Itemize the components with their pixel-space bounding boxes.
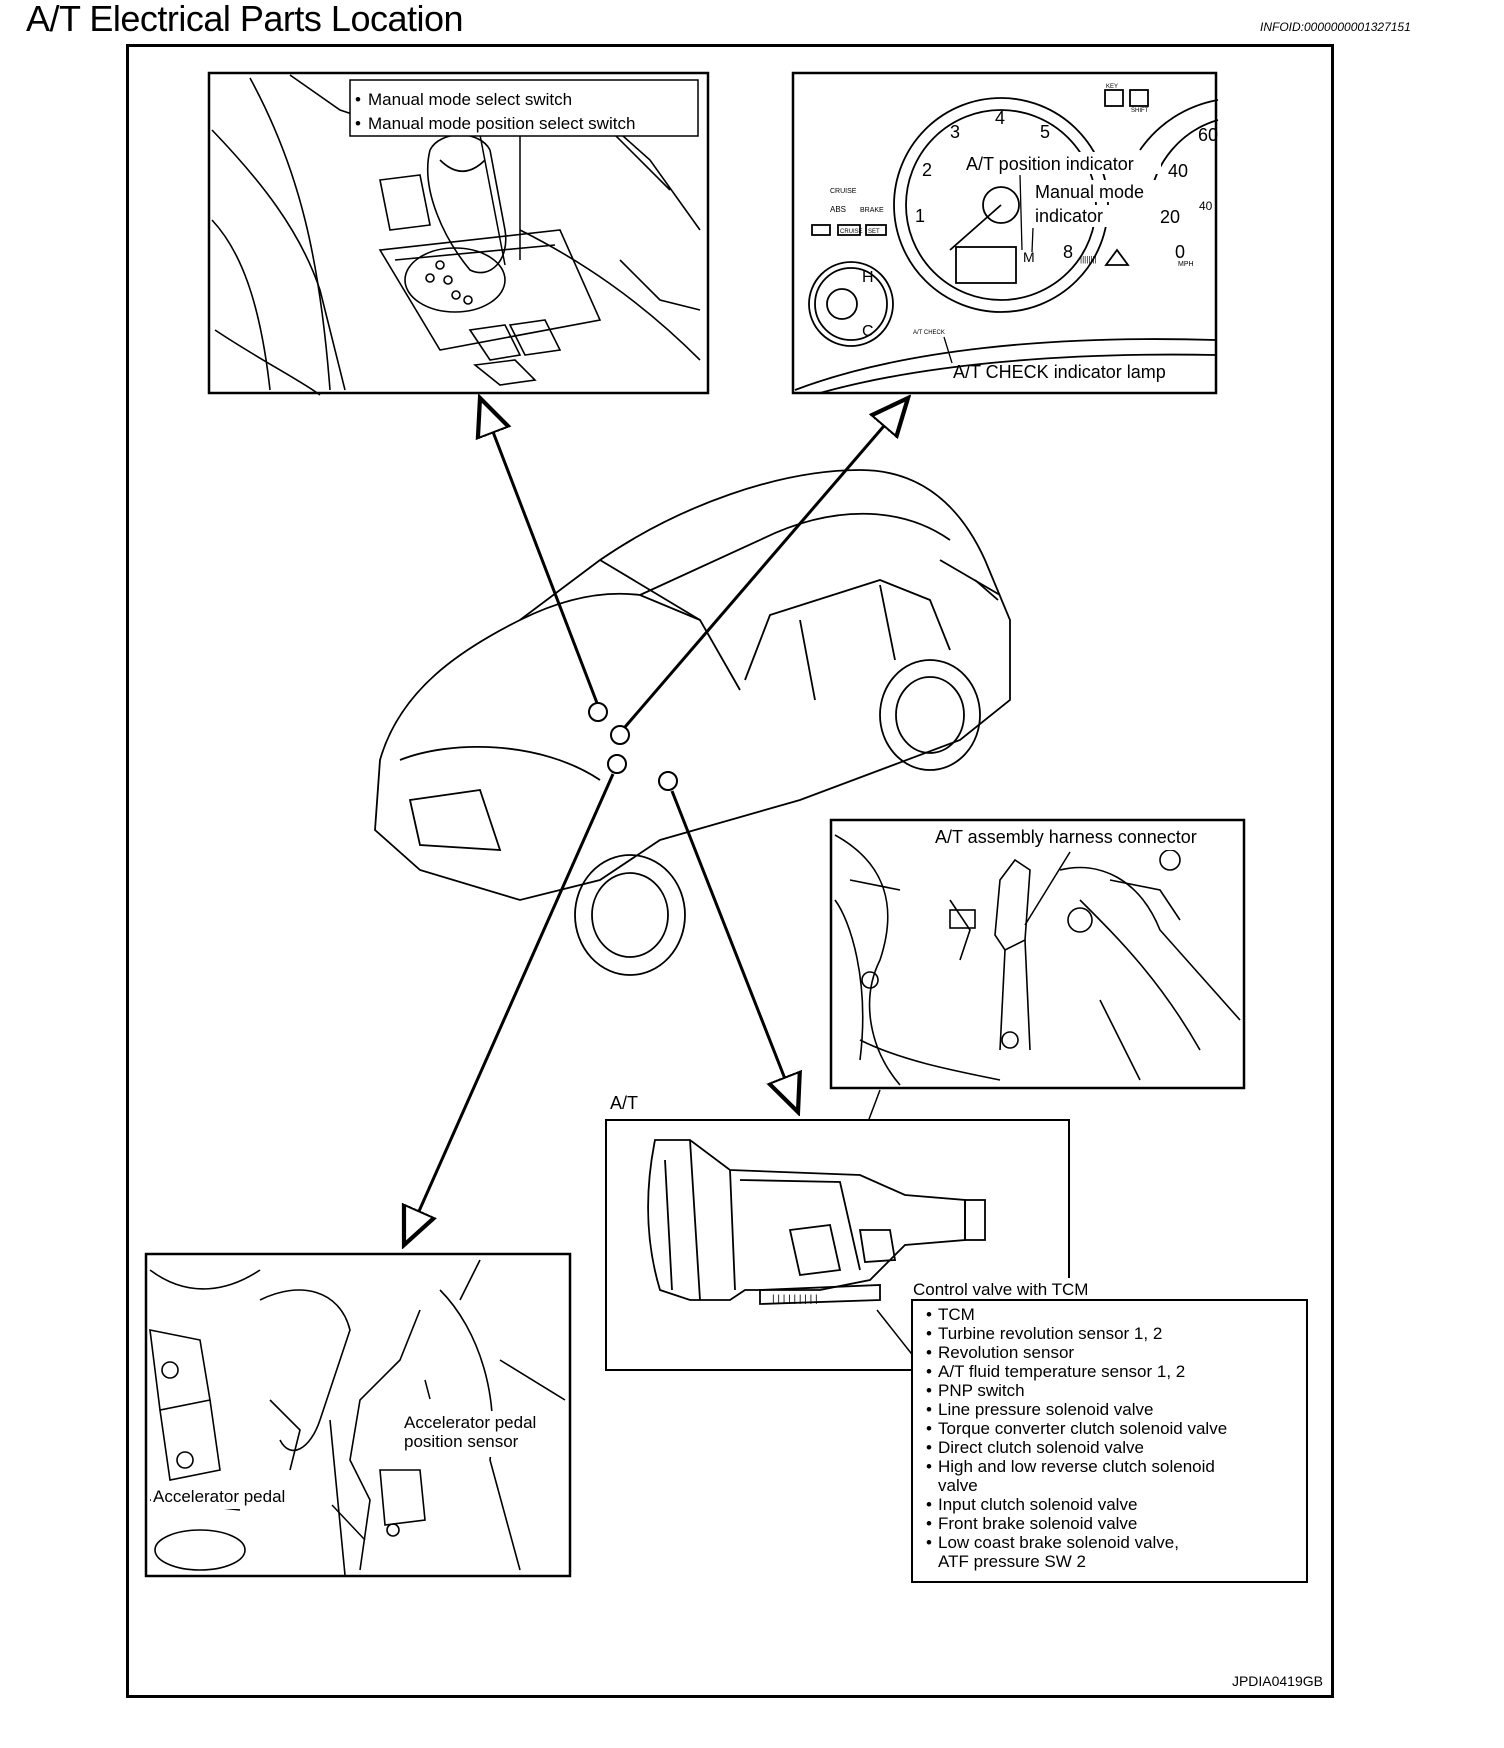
tcm-list-item: Input clutch solenoid valve — [938, 1495, 1137, 1514]
tcm-list-bullet: • — [926, 1343, 932, 1362]
figure-code: JPDIA0419GB — [1231, 1673, 1323, 1689]
tcm-list-bullet: • — [926, 1419, 932, 1438]
cruise-button-label: CRUISE — [840, 229, 863, 235]
vehicle-illustration — [374, 469, 1011, 976]
label-manual-mode-line1: Manual mode — [1035, 182, 1144, 202]
console-callout-bullet-2: • — [355, 114, 361, 133]
gauge-letter-h: H — [862, 269, 874, 286]
tcm-list-bullet: • — [926, 1514, 932, 1533]
tach-number-2: 2 — [922, 160, 932, 180]
label-at-check-indicator-lamp: A/T CHECK indicator lamp — [953, 362, 1166, 382]
label-accelerator-pedal-position-sensor-line1: Accelerator pedal — [404, 1413, 536, 1432]
tcm-list-bullet: • — [926, 1533, 932, 1552]
at-check-small-label: A/T CHECK — [913, 330, 945, 336]
tcm-list-item-continued: ATF pressure SW 2 — [938, 1552, 1086, 1571]
speed-number-40-km: 40 — [1199, 199, 1213, 213]
tcm-list-bullet: • — [926, 1305, 932, 1324]
tcm-list-item: Front brake solenoid valve — [938, 1514, 1137, 1533]
tcm-list-bullet: • — [926, 1495, 932, 1514]
speed-number-40: 40 — [1168, 161, 1188, 181]
set-button-label: SET — [868, 229, 880, 235]
tach-number-1: 1 — [915, 206, 925, 226]
tach-number-8: 8 — [1063, 242, 1073, 262]
at-panel: A/T | | | | | | | | | Control valve with… — [605, 1093, 1308, 1583]
tcm-list-bullet: • — [926, 1457, 932, 1476]
tcm-list-bullet: • — [926, 1381, 932, 1400]
gauge-letter-c: C — [862, 323, 874, 340]
label-accelerator-pedal-position-sensor-line2: position sensor — [404, 1432, 519, 1451]
label-accelerator-pedal: Accelerator pedal — [153, 1487, 285, 1506]
tach-number-3: 3 — [950, 122, 960, 142]
vehicle-location-markers — [588, 702, 678, 791]
shifter-illustration — [211, 74, 701, 396]
tcm-list-item: Line pressure solenoid valve — [938, 1400, 1153, 1419]
display-value: M — [1023, 249, 1035, 265]
key-label: KEY — [1106, 84, 1118, 90]
tcm-list-bullet: • — [926, 1362, 932, 1381]
console-panel: • Manual mode select switch • Manual mod… — [207, 71, 710, 396]
at-panel-title: A/T — [610, 1093, 638, 1113]
label-manual-mode-line2: indicator — [1035, 206, 1103, 226]
figure-frame: JPDIA0419GB — [126, 44, 1334, 1698]
brake-label: BRAKE — [860, 207, 884, 214]
tcm-list-bullet: • — [926, 1400, 932, 1419]
tcm-list-bullet: • — [926, 1438, 932, 1457]
tcm-list-item-continued: valve — [938, 1476, 978, 1495]
cruise-label: CRUISE — [830, 188, 857, 195]
tcm-list-item: PNP switch — [938, 1381, 1025, 1400]
shift-label: SHIFT — [1131, 108, 1149, 114]
callout-manual-mode-select-switch: Manual mode select switch — [368, 90, 572, 109]
speed-number-0: 0 — [1175, 242, 1185, 262]
tcm-list-item: TCM — [938, 1305, 975, 1324]
abs-label: ABS — [830, 205, 846, 214]
label-control-valve-with-tcm: Control valve with TCM — [913, 1280, 1088, 1299]
page-title: A/T Electrical Parts Location — [26, 0, 464, 39]
label-at-position-indicator: A/T position indicator — [966, 154, 1134, 174]
oil-pan-ribs: | | | | | | | | | — [772, 1294, 818, 1305]
cluster-panel: |||||||| 1 2 3 4 5 8 20 40 60 0 40 H C C… — [791, 71, 1219, 395]
tcm-list-item: Low coast brake solenoid valve, — [938, 1533, 1179, 1552]
tcm-list-item: Direct clutch solenoid valve — [938, 1438, 1144, 1457]
tcm-list-item: High and low reverse clutch solenoid — [938, 1457, 1215, 1476]
info-id: INFOID:0000000001327151 — [1260, 20, 1411, 34]
tcm-list-item: Turbine revolution sensor 1, 2 — [938, 1324, 1162, 1343]
mph-label: MPH — [1178, 261, 1194, 268]
speed-number-60: 60 — [1198, 125, 1218, 145]
leader-arrows — [404, 398, 908, 1245]
callout-manual-mode-position-select-switch: Manual mode position select switch — [368, 114, 635, 133]
tcm-component-list: • TCM • Turbine revolution sensor 1, 2 •… — [926, 1305, 1227, 1571]
pedal-panel: Accelerator pedal position sensor Accele… — [144, 1252, 572, 1578]
tach-number-5: 5 — [1040, 122, 1050, 142]
console-callout-bullet-1: • — [355, 90, 361, 109]
tcm-list-bullet: • — [926, 1324, 932, 1343]
tcm-list-item: Torque converter clutch solenoid valve — [938, 1419, 1227, 1438]
tcm-list-item: A/T fluid temperature sensor 1, 2 — [938, 1362, 1185, 1381]
transmission-illustration — [647, 1139, 986, 1305]
tach-number-4: 4 — [995, 108, 1005, 128]
tcm-list-item: Revolution sensor — [938, 1343, 1074, 1362]
harness-panel: A/T assembly harness connector — [829, 818, 1246, 1090]
tach-scale-marks: |||||||| — [1080, 255, 1097, 264]
speed-number-20: 20 — [1160, 207, 1180, 227]
label-at-assembly-harness-connector: A/T assembly harness connector — [935, 827, 1197, 847]
harness-illustration — [834, 834, 1241, 1086]
